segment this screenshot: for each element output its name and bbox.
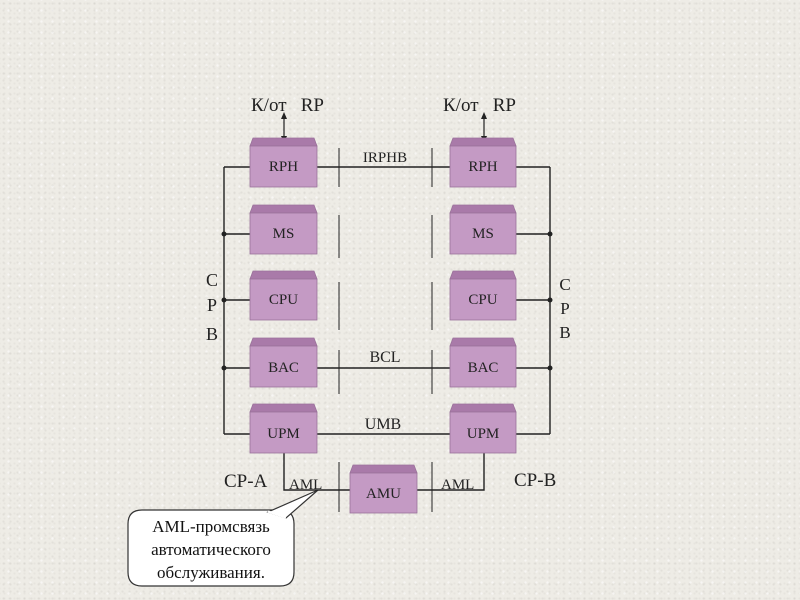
aml-link-left (283, 442, 350, 491)
svg-text:UPM: UPM (467, 426, 500, 442)
block-amu: AMU (349, 464, 418, 514)
svg-text:P: P (207, 295, 217, 315)
bus-irphb-label: IRPHB (363, 150, 407, 166)
cp-b-label: CP-B (514, 470, 556, 491)
block-left-bac: BAC (249, 337, 318, 388)
block-right-upm: UPM (449, 403, 517, 454)
svg-text:B: B (559, 323, 570, 342)
junction-dot (221, 231, 227, 237)
svg-text:MS: MS (472, 226, 494, 242)
block-left-rph: RPH (249, 137, 318, 188)
block-right-ms: MS (449, 204, 517, 255)
cpb-label-right: C P B (559, 275, 570, 342)
bus-bcl-label: BCL (369, 349, 400, 366)
callout-line-1: AML-промсвязь (152, 517, 270, 536)
callout-bubble (127, 509, 295, 587)
svg-text:C: C (559, 275, 570, 294)
block-right-cpu: CPU (449, 270, 517, 321)
callout-line-3: обслуживания. (157, 563, 265, 582)
rp-label-right: К/от RP (443, 95, 516, 116)
rp-label-left: К/от RP (251, 95, 324, 116)
svg-text:UPM: UPM (267, 426, 300, 442)
svg-text:AMU: AMU (366, 486, 401, 502)
svg-text:P: P (560, 299, 569, 318)
block-left-upm: UPM (249, 403, 318, 454)
bus-umb-label: UMB (365, 416, 401, 433)
cp-a-label: CP-A (224, 471, 268, 492)
callout-line-2: автоматического (151, 540, 271, 559)
junction-dot (221, 365, 227, 371)
svg-text:C: C (206, 270, 218, 290)
junction-dot (221, 297, 227, 303)
junction-dot (547, 231, 553, 237)
junction-dot (547, 297, 553, 303)
svg-text:CPU: CPU (468, 292, 497, 308)
svg-text:MS: MS (273, 226, 295, 242)
block-left-ms: MS (249, 204, 318, 255)
aml-label-left: AML (289, 477, 322, 493)
aml-label-right: AML (441, 477, 474, 493)
block-right-rph: RPH (449, 137, 517, 188)
svg-text:RPH: RPH (468, 159, 497, 175)
svg-text:B: B (206, 324, 218, 344)
svg-text:CPU: CPU (269, 292, 298, 308)
block-left-cpu: CPU (249, 270, 318, 321)
block-right-bac: BAC (449, 337, 517, 388)
svg-text:BAC: BAC (468, 360, 499, 376)
cpb-label-left: C P B (206, 270, 218, 344)
svg-text:BAC: BAC (268, 360, 299, 376)
aml-link-right (417, 442, 485, 491)
svg-text:RPH: RPH (269, 159, 298, 175)
junction-dot (547, 365, 553, 371)
